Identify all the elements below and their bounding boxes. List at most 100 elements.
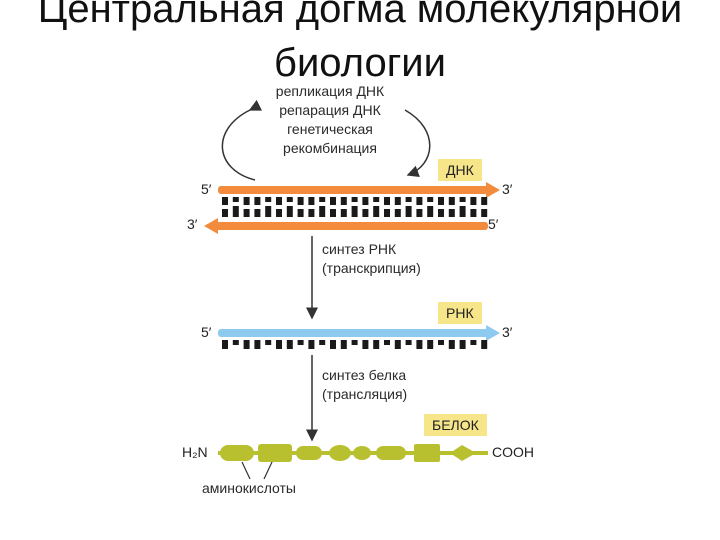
rna-base: [416, 340, 423, 349]
rna-base: [470, 340, 477, 345]
dna-base: [330, 209, 336, 217]
rna-arrowhead: [486, 325, 500, 341]
rna-base: [276, 340, 282, 349]
dna-base: [222, 197, 228, 205]
amino-acid-7: [414, 444, 440, 462]
dna-base: [384, 209, 390, 217]
dna-top-5-end: 5′: [201, 181, 212, 197]
rna-base: [265, 340, 272, 345]
dna-base: [340, 209, 347, 217]
dna-base: [319, 206, 326, 217]
dna-top-3-end: 3′: [502, 181, 513, 197]
rna-base: [362, 340, 369, 349]
translation-label: синтез белка: [322, 367, 407, 383]
amino-pointer-2: [263, 461, 273, 480]
rna-base: [232, 340, 239, 345]
n-terminus: H₂N: [182, 444, 208, 460]
label-recombination: рекомбинация: [283, 140, 377, 156]
rna-base: [308, 340, 315, 349]
rna-base: [373, 340, 380, 349]
amino-acid-8: [450, 445, 476, 461]
rna-base: [351, 340, 358, 345]
amino-acid-6: [376, 446, 406, 460]
dna-base: [308, 197, 315, 205]
dna-base: [243, 197, 250, 205]
dna-base: [416, 209, 423, 217]
dna-bottom-3-end: 3′: [187, 216, 198, 232]
label-repair: репарация ДНК: [279, 102, 381, 118]
dna-base: [308, 209, 315, 217]
rna-5-end: 5′: [201, 324, 212, 340]
amino-acid-1: [220, 445, 254, 461]
rna-base: [448, 340, 455, 349]
dna-base: [319, 197, 326, 202]
dna-base: [384, 197, 390, 205]
dna-bottom-arrowhead: [204, 218, 218, 234]
dna-base: [297, 209, 304, 217]
dna-base: [362, 209, 369, 217]
dna-base: [222, 209, 228, 217]
dna-base: [373, 206, 380, 217]
dna-base: [470, 197, 477, 205]
label-replication: репликация ДНК: [275, 83, 385, 99]
dna-base: [351, 197, 358, 202]
dna-base: [448, 197, 455, 205]
dna-base: [265, 197, 272, 202]
dna-base: [405, 206, 412, 217]
rna-base: [427, 340, 434, 349]
c-terminus: COOH: [492, 444, 534, 460]
dna-base: [373, 197, 380, 202]
dna-base: [297, 197, 304, 205]
amino-acid-2: [258, 444, 292, 462]
dna-base: [243, 209, 250, 217]
rna-base: [340, 340, 347, 349]
rna-base: [319, 340, 326, 345]
rna-base: [384, 340, 390, 345]
amino-acid-5: [353, 446, 371, 460]
dna-top-strand: [218, 186, 488, 194]
dna-base: [362, 197, 369, 205]
rna-base: [297, 340, 304, 345]
rna-base: [438, 340, 444, 345]
transcription-label: синтез РНК: [322, 241, 397, 257]
dna-base-pairs: [222, 197, 488, 217]
dna-bottom-5-end: 5′: [488, 216, 499, 232]
dna-base: [254, 197, 261, 205]
dna-base: [427, 197, 434, 202]
rna-base: [330, 340, 336, 349]
amino-pointer-1: [241, 461, 251, 480]
dna-base: [286, 197, 293, 202]
protein-tag: БЕЛОК: [424, 414, 487, 436]
dna-base: [427, 206, 434, 217]
rna-tag: РНК: [438, 302, 482, 324]
rna-base: [481, 340, 488, 349]
dna-base: [481, 209, 488, 217]
dna-base: [340, 197, 347, 205]
dna-tag: ДНК: [438, 159, 482, 181]
dna-bottom-strand: [216, 222, 488, 230]
replication-arrow-left: [221, 99, 263, 181]
dna-top-arrowhead: [486, 182, 500, 198]
dna-base: [438, 197, 444, 205]
dna-base: [481, 197, 488, 205]
rna-3-end: 3′: [502, 324, 513, 340]
replication-arrow-right: [404, 109, 431, 177]
dna-base: [459, 206, 466, 217]
dna-base: [276, 209, 282, 217]
dna-base: [405, 197, 412, 202]
dna-base: [394, 197, 401, 205]
rna-base: [243, 340, 250, 349]
rna-bases: [222, 340, 488, 349]
dna-base: [459, 197, 466, 202]
rna-base: [405, 340, 412, 345]
rna-base: [254, 340, 261, 349]
dna-base: [394, 209, 401, 217]
dna-base: [416, 197, 423, 205]
dna-base: [232, 197, 239, 202]
transcription-sublabel: (транскрипция): [322, 260, 421, 276]
dna-base: [286, 206, 293, 217]
rna-base: [222, 340, 228, 349]
amino-acids-label: аминокислоты: [202, 480, 296, 496]
rna-base: [394, 340, 401, 349]
